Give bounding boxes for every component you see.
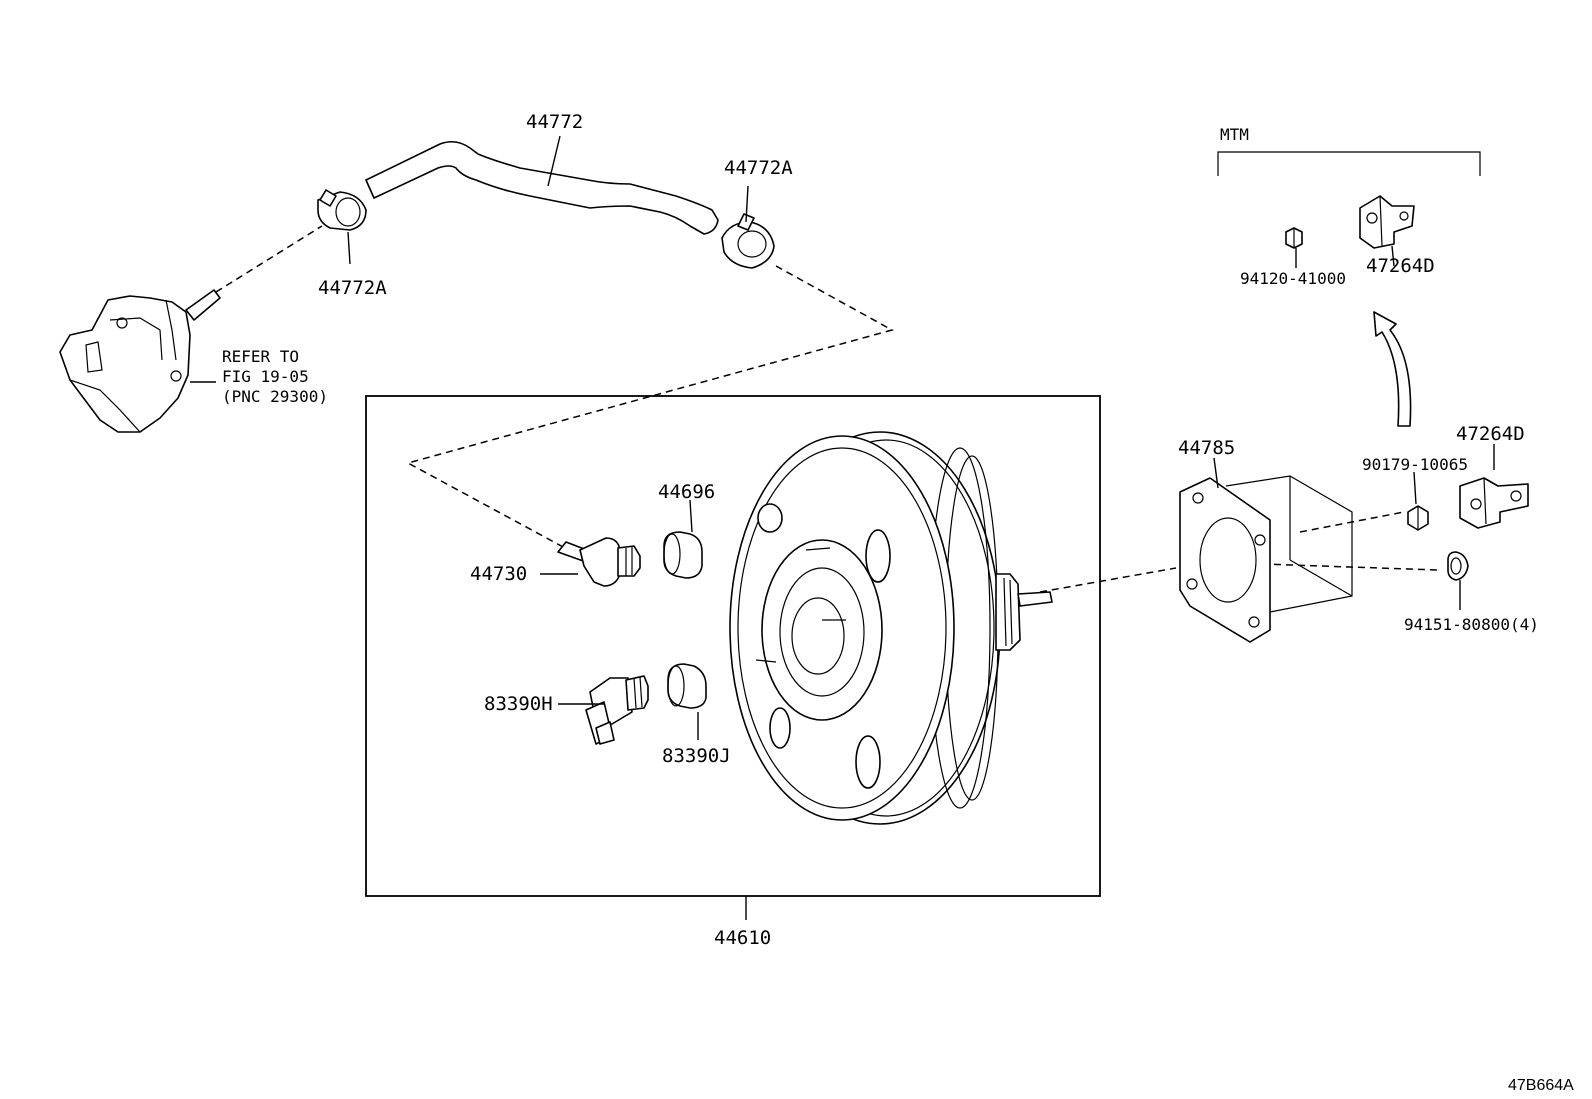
- hose-clamp-right-drawing: [721, 213, 775, 269]
- label-bracket-mtm: 47264D: [1366, 255, 1435, 277]
- reference-note-line-3: (PNC 29300): [222, 387, 328, 406]
- brake-booster-drawing: [729, 431, 1053, 825]
- check-valve-drawing: [557, 537, 641, 587]
- label-nut-qty: 94151-80800(4): [1404, 615, 1539, 634]
- label-bracket: 47264D: [1456, 423, 1525, 445]
- label-sensor: 83390H: [484, 693, 553, 715]
- leader-lines: [190, 135, 1495, 920]
- label-check-valve: 44730: [470, 563, 527, 585]
- reference-note-line-2: FIG 19-05: [222, 367, 309, 386]
- label-clamp-right: 44772A: [724, 157, 793, 179]
- label-mtm: MTM: [1220, 125, 1249, 144]
- grommet-lower-drawing: [667, 663, 707, 709]
- gasket-drawing: [1179, 477, 1271, 643]
- label-booster-assy: 44610: [714, 927, 771, 949]
- bracket-drawing: [1459, 477, 1529, 529]
- label-nut-mtm: 94120-41000: [1240, 269, 1346, 288]
- label-gasket: 44785: [1178, 437, 1235, 459]
- flange-nut-drawing: [1447, 551, 1469, 581]
- drawing-id: 47B664A: [1508, 1077, 1574, 1094]
- vacuum-hose-drawing: [365, 140, 719, 235]
- pressure-sensor-drawing: [585, 675, 649, 745]
- grommet-upper-drawing: [663, 531, 703, 579]
- reference-note-line-1: REFER TO: [222, 347, 299, 366]
- assembly-frame: [365, 395, 1101, 897]
- mounting-box-outline: [1225, 475, 1353, 613]
- nut-drawing: [1407, 505, 1429, 531]
- label-clamp-left: 44772A: [318, 277, 387, 299]
- vacuum-pump-drawing: [59, 289, 221, 433]
- label-seal-lower: 83390J: [662, 745, 731, 767]
- label-hose: 44772: [526, 111, 583, 133]
- hose-clamp-left-drawing: [317, 189, 367, 231]
- label-seal-upper: 44696: [658, 481, 715, 503]
- label-nut: 90179-10065: [1362, 455, 1468, 474]
- mtm-group-drawing: [1217, 151, 1481, 427]
